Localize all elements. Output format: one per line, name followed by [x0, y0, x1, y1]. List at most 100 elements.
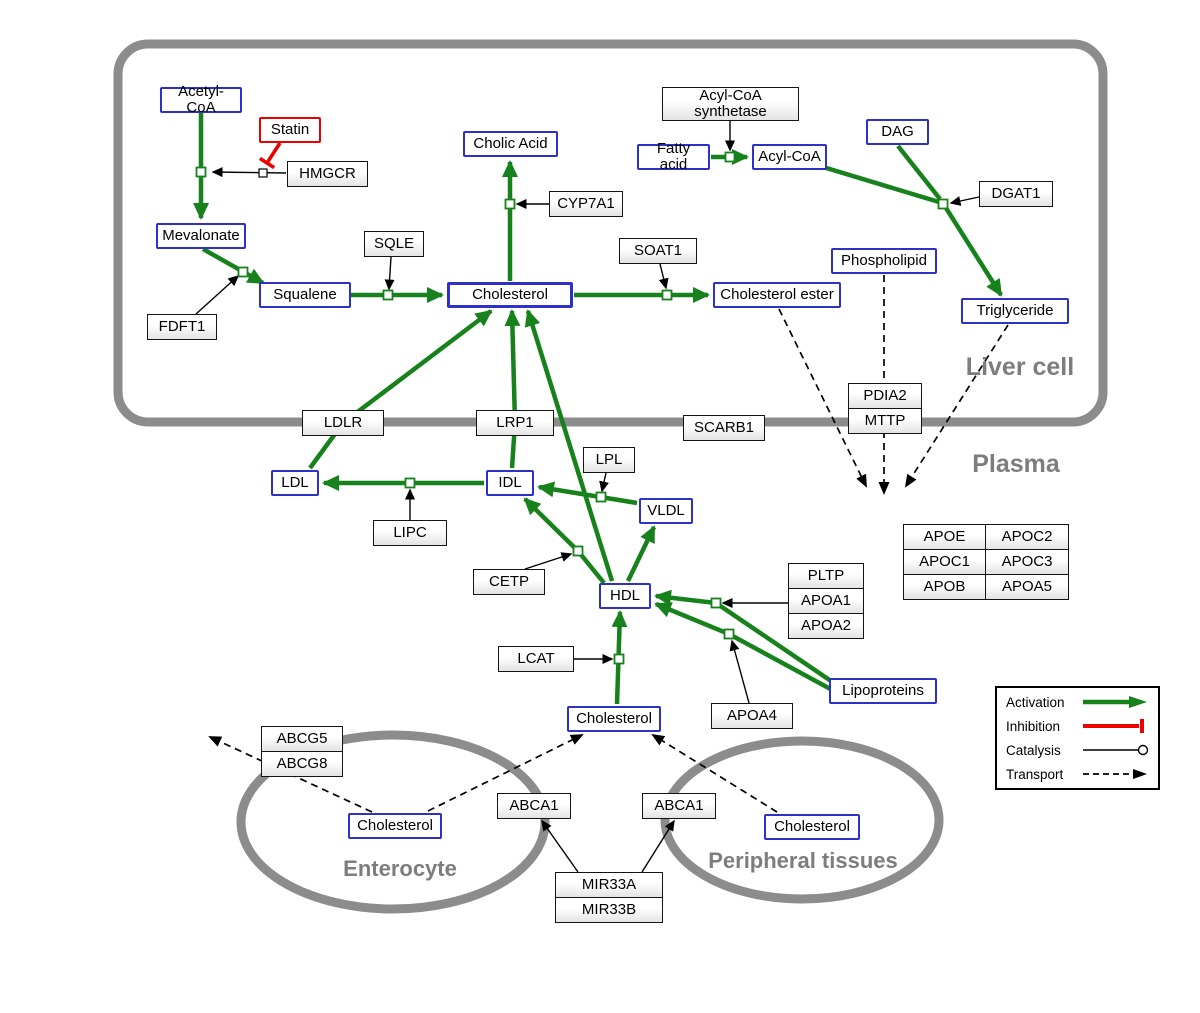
edge-cholesterol-ester-secretion [778, 308, 867, 488]
legend-item-catalysis: Catalysis [1006, 742, 1149, 758]
edge-dgat1-catalysis [949, 196, 980, 206]
legend-label-catalysis: Catalysis [1006, 742, 1061, 758]
edge-hdl-to-liver-cholesterol [524, 309, 615, 582]
liver-cell-label: Liver cell [965, 353, 1075, 381]
apob-label: APOB [923, 578, 966, 596]
edge-mevalonate-to-squalene [201, 247, 265, 285]
triglyceride-label: Triglyceride [976, 302, 1054, 320]
abca1-enterocyte-node: ABCA1 [497, 793, 571, 819]
acetyl-coa-label: Acetyl-CoA [178, 83, 224, 116]
edge-lpl-catalysis [599, 472, 609, 493]
edge-cetp-catalysis [524, 552, 573, 570]
reaction-node [404, 477, 416, 489]
apoa5-label: APOA5 [1001, 578, 1053, 596]
cholesterol-ester-label: Cholesterol ester [720, 286, 834, 304]
acetyl-coa-node: Acetyl-CoA [160, 83, 242, 116]
apoa1-label: APOA1 [800, 592, 852, 610]
liver-cell-membrane [113, 39, 1108, 427]
edge-hdl-to-vldl [625, 525, 657, 582]
reaction-node [710, 597, 722, 609]
dgat1-node: DGAT1 [979, 181, 1053, 207]
abcg8-label: ABCG8 [276, 755, 328, 773]
vldl-node: VLDL [639, 498, 693, 524]
edge-sqle-catalysis [384, 256, 395, 291]
edge-mir33-to-abca1-peripheral [641, 819, 675, 873]
abcg8-node: ABCG8 [261, 751, 343, 777]
legend-label-activation: Activation [1006, 694, 1065, 710]
pdia2-label: PDIA2 [863, 387, 907, 405]
reaction-node [723, 628, 735, 640]
edge-idl-to-liver-cholesterol [504, 309, 521, 469]
ldlr-node: LDLR [302, 410, 384, 436]
legend-label-transport: Transport [1006, 766, 1064, 782]
reaction-node [382, 289, 394, 301]
sqle-label: SQLE [373, 235, 415, 253]
mir33a-label: MIR33A [581, 876, 637, 894]
cholesterol-peripheral-label: Cholesterol [774, 818, 850, 836]
abca1-peripheral-node: ABCA1 [642, 793, 716, 819]
cholesterol-plasma-node: Cholesterol [567, 706, 661, 732]
legend-transport-glyph-icon [1081, 766, 1149, 782]
lcat-label: LCAT [517, 650, 555, 668]
fatty-acid-node: Fatty acid [637, 141, 710, 172]
edge-fdft1-catalysis [195, 274, 240, 315]
hdl-label: HDL [609, 587, 640, 605]
enterocyte-label: Enterocyte [343, 856, 457, 881]
cholic-acid-node: Cholic Acid [463, 131, 558, 157]
reaction-node [661, 289, 673, 301]
cholesterol-liver-label: Cholesterol [472, 286, 548, 304]
edge-dgat-junction-to-triglyceride [944, 206, 1003, 297]
idl-label: IDL [498, 474, 522, 492]
edge-mir33-to-abca1-enterocyte [541, 819, 579, 873]
hmgcr-node: HMGCR [287, 161, 368, 187]
reaction-node [572, 545, 584, 557]
scarb1-label: SCARB1 [693, 419, 755, 437]
phospholipid-node: Phospholipid [831, 248, 937, 274]
reaction-node [937, 198, 949, 210]
soat1-node: SOAT1 [619, 238, 697, 264]
edge-statin-inhibition [265, 142, 282, 164]
edge-dag-to-dgat-junction [896, 144, 942, 201]
lpl-node: LPL [583, 447, 635, 473]
apoa2-label: APOA2 [800, 617, 852, 635]
ldl-label: LDL [281, 474, 309, 492]
mir33b-label: MIR33B [581, 901, 637, 919]
lipc-label: LIPC [393, 524, 427, 542]
abca1-peripheral-label: ABCA1 [654, 797, 704, 815]
plasma-label: Plasma [972, 450, 1060, 478]
abca1-enterocyte-label: ABCA1 [509, 797, 559, 815]
reaction-node [195, 166, 207, 178]
apoc3-label: APOC3 [1001, 553, 1053, 571]
lcat-node: LCAT [498, 646, 574, 672]
cholesterol-enterocyte-label: Cholesterol [357, 817, 433, 835]
sqle-node: SQLE [364, 231, 424, 257]
mttp-node: MTTP [848, 408, 922, 434]
hdl-node: HDL [599, 583, 651, 609]
apoc3-node: APOC3 [985, 549, 1069, 575]
dgat1-label: DGAT1 [991, 185, 1041, 203]
fdft1-label: FDFT1 [158, 318, 206, 336]
lrp1-label: LRP1 [496, 414, 534, 432]
apoc1-label: APOC1 [919, 553, 970, 571]
cetp-node: CETP [473, 569, 545, 595]
scarb1-node: SCARB1 [683, 415, 765, 441]
pdia2-node: PDIA2 [848, 383, 922, 409]
apoc2-label: APOC2 [1001, 528, 1053, 546]
vldl-label: VLDL [647, 502, 685, 520]
legend-label-inhibition: Inhibition [1006, 718, 1061, 734]
apoc2-node: APOC2 [985, 524, 1069, 550]
cholic-acid-label: Cholic Acid [473, 135, 548, 153]
legend-item-activation: Activation [1006, 694, 1149, 710]
catalysis-port [258, 168, 268, 178]
cholesterol-enterocyte-node: Cholesterol [348, 813, 442, 839]
legend-catalysis-glyph-icon [1081, 742, 1149, 758]
reaction-node [237, 266, 249, 278]
pltp-node: PLTP [788, 563, 864, 589]
abcg5-node: ABCG5 [261, 726, 343, 752]
apoe-node: APOE [903, 524, 986, 550]
edge-soat1-catalysis [658, 263, 669, 290]
mevalonate-node: Mevalonate [156, 223, 246, 249]
legend-item-inhibition: Inhibition [1006, 718, 1149, 734]
